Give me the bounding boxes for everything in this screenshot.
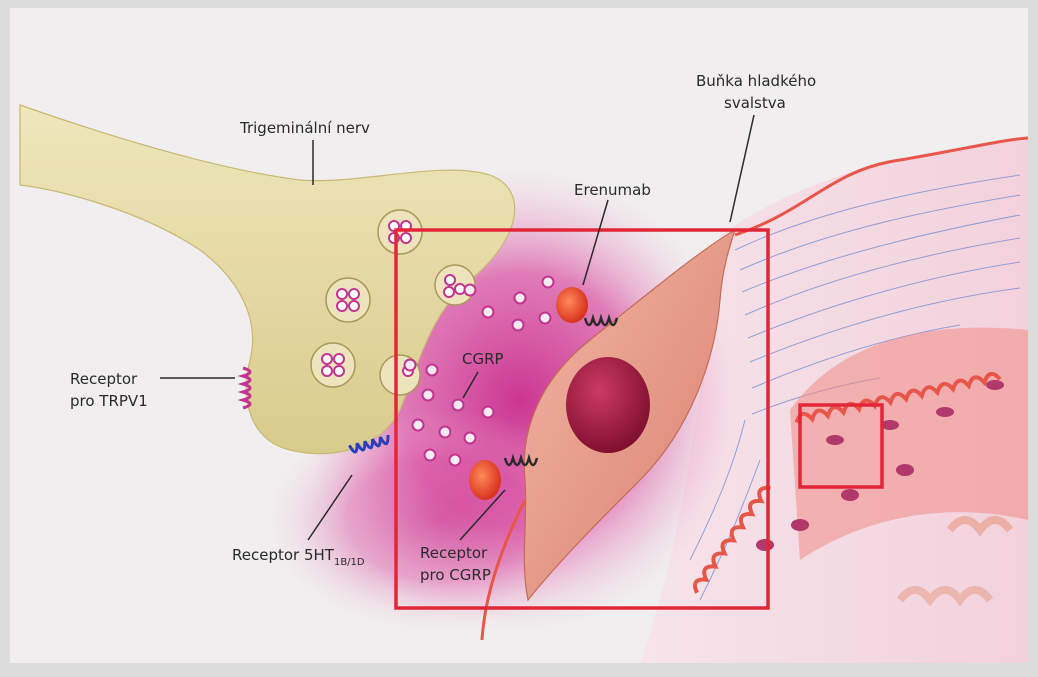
- label-cgrp-receptor-line2: pro CGRP: [420, 566, 491, 584]
- label-smooth-muscle-line1: Buňka hladkého: [696, 72, 816, 90]
- cell-nucleus: [566, 357, 650, 453]
- label-trpv1-line1: Receptor: [70, 370, 138, 388]
- erenumab-antibody-2: [469, 460, 501, 500]
- label-5ht-subscript: 1B/1D: [334, 557, 365, 568]
- label-erenumab: Erenumab: [574, 181, 651, 199]
- label-5ht: Receptor 5HT: [232, 546, 335, 564]
- erenumab-antibody-1: [556, 287, 588, 323]
- label-trigeminal-nerve: Trigeminální nerv: [239, 119, 370, 137]
- label-trpv1-line2: pro TRPV1: [70, 392, 148, 410]
- label-cgrp: CGRP: [462, 350, 504, 368]
- label-smooth-muscle-line2: svalstva: [724, 94, 786, 112]
- label-cgrp-receptor-line1: Receptor: [420, 544, 488, 562]
